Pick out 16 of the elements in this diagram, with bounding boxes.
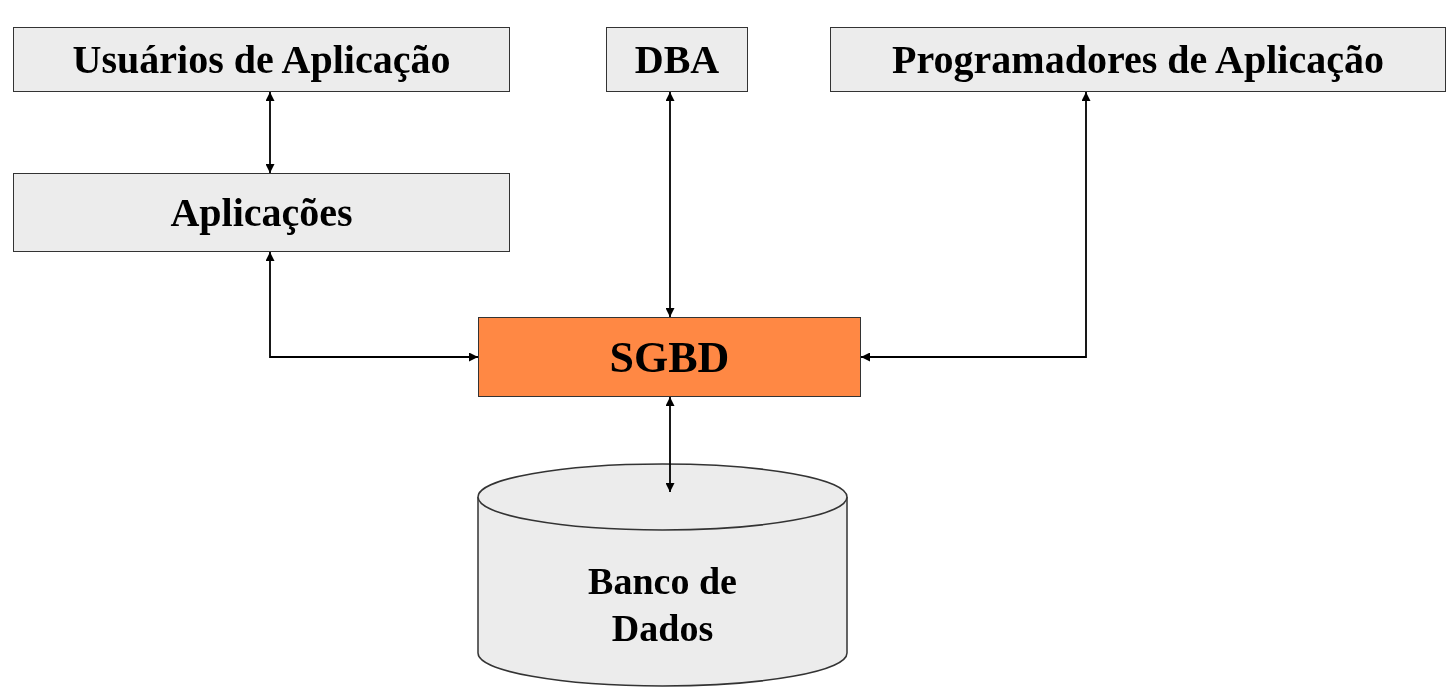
node-label: DBA [634, 35, 720, 84]
node-label: SGBD [609, 331, 730, 384]
process-box [606, 27, 748, 92]
node-label: Aplicações [170, 188, 353, 237]
process-box [830, 27, 1446, 92]
system-box [478, 317, 861, 397]
process-box [13, 27, 510, 92]
double-arrow [265, 251, 479, 362]
process-box [13, 173, 510, 252]
double-arrow [265, 91, 275, 174]
node-label: Programadores de Aplicação [892, 35, 1384, 84]
double-arrow [665, 396, 675, 493]
node-label: Banco de Dados [587, 558, 738, 651]
node-label: Usuários de Aplicação [72, 35, 451, 84]
double-arrow [860, 91, 1091, 362]
double-arrow [665, 91, 675, 318]
